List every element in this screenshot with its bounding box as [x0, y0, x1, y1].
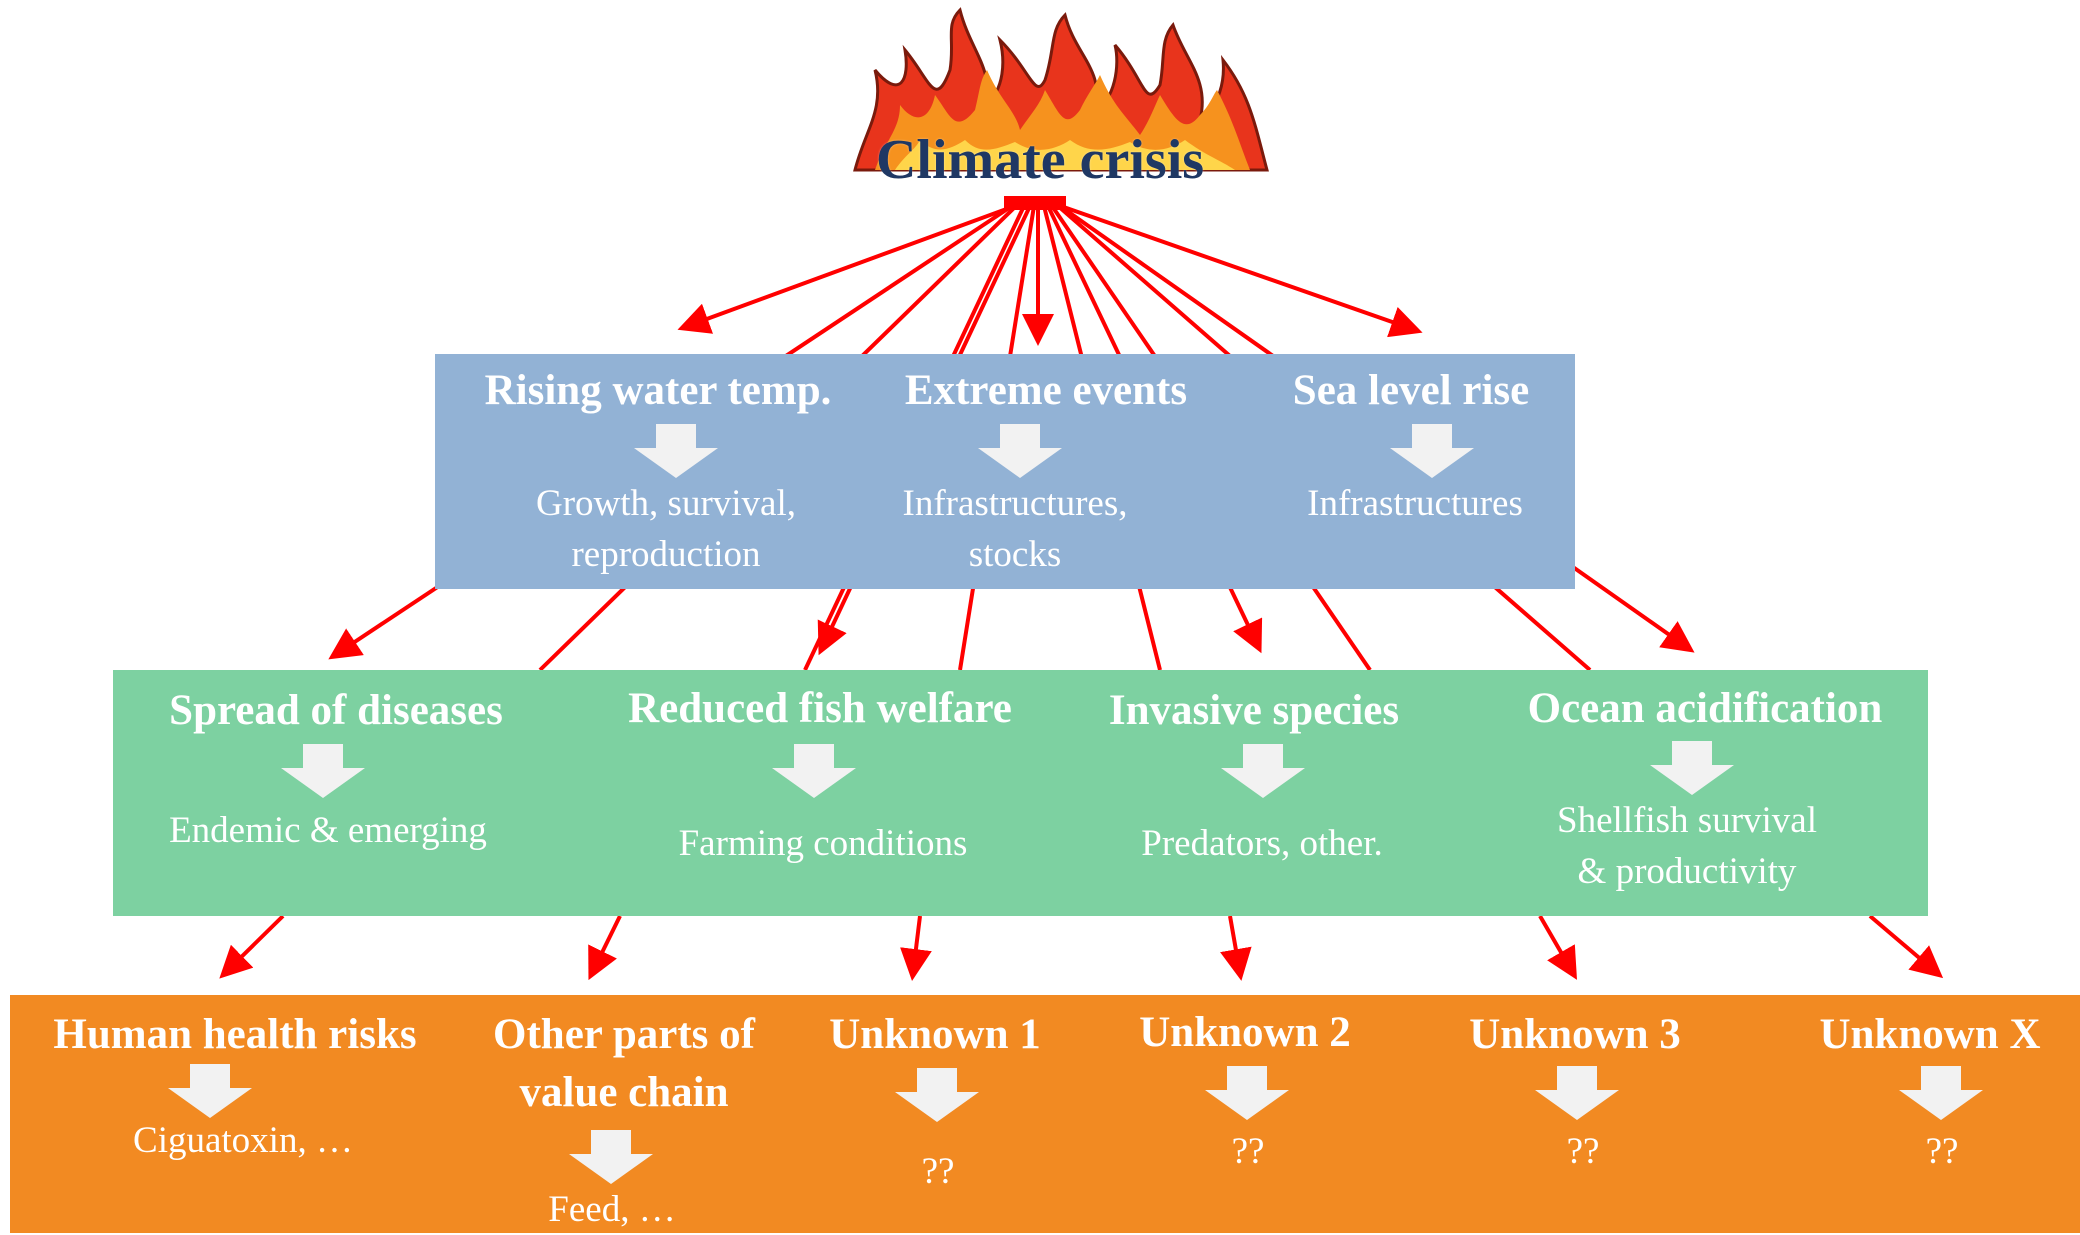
- down-arrow-icon: [1390, 424, 1474, 478]
- level3-sub-line: ??: [1925, 1131, 1959, 1172]
- down-arrow-icon: [1205, 1066, 1289, 1120]
- level1-sub-line: Infrastructures: [1307, 483, 1523, 524]
- level1-sub-line: stocks: [968, 534, 1062, 575]
- level3-label-line: Unknown 3: [1469, 1011, 1681, 1058]
- level2-sub-line: & productivity: [1577, 851, 1797, 892]
- level3-label-unknown-3: Unknown 3: [1469, 1006, 1681, 1064]
- level1-box: [435, 354, 1575, 589]
- down-arrow-icon: [895, 1068, 979, 1122]
- down-arrow-icon: [772, 744, 856, 798]
- level2-sub-line: Farming conditions: [678, 823, 968, 864]
- level2-label-fish-welfare: Reduced fish welfare: [628, 685, 1012, 732]
- level1-sub-line: Infrastructures,: [902, 483, 1128, 524]
- level3-sub-line: Ciguatoxin, …: [133, 1120, 353, 1161]
- level1-label-sea-level: Sea level rise: [1292, 367, 1530, 414]
- down-arrow-icon: [1535, 1066, 1619, 1120]
- level3-label-line: Unknown 1: [829, 1011, 1041, 1058]
- level3-box: [10, 995, 2080, 1233]
- level2-sub-line: Endemic & emerging: [169, 810, 487, 851]
- down-arrow-icon: [634, 424, 718, 478]
- connector-to-unknown-2: [1220, 915, 1252, 981]
- level1-sub-extreme-events: Infrastructures, stocks: [903, 478, 1128, 580]
- level2-label-diseases: Spread of diseases: [169, 687, 503, 734]
- level1-sub-line: reproduction: [571, 534, 761, 575]
- level2-connectors: [219, 914, 1944, 981]
- level2-sub-invasive: Predators, other.: [1141, 818, 1382, 869]
- level1-sub-rising-temp: Growth, survival, reproduction: [536, 478, 796, 580]
- level2-box: [113, 670, 1928, 916]
- down-arrow-icon: [1221, 744, 1305, 798]
- level3-label-line: Unknown 2: [1139, 1009, 1351, 1056]
- level3-label-human-health: Human health risks: [53, 1006, 416, 1064]
- level3-label-line: Unknown X: [1819, 1011, 2041, 1058]
- level1-sub-line: Growth, survival,: [536, 483, 796, 524]
- diagram-title: Climate crisis: [875, 129, 1205, 191]
- level2-label-acidification: Ocean acidification: [1527, 685, 1883, 732]
- level3-sub-value-chain: Feed, …: [548, 1184, 675, 1235]
- connector-to-value-chain: [588, 915, 622, 981]
- level2-sub-fish-welfare: Farming conditions: [679, 818, 968, 869]
- down-arrow-icon: [978, 424, 1062, 478]
- level2-label-invasive: Invasive species: [1108, 687, 1400, 734]
- level3-label-unknown-x: Unknown X: [1819, 1006, 2040, 1064]
- level3-label-line: Human health risks: [53, 1011, 417, 1058]
- level3-sub-unknown-3: ??: [1567, 1126, 1600, 1177]
- level3-sub-unknown-1: ??: [922, 1146, 955, 1197]
- down-arrow-icon: [1899, 1066, 1983, 1120]
- level1-sub-sea-level: Infrastructures: [1307, 478, 1523, 529]
- down-arrow-icon: [168, 1064, 252, 1118]
- level3-sub-line: Feed, …: [548, 1189, 676, 1230]
- level3-sub-line: ??: [1231, 1131, 1265, 1172]
- level2-sub-line: Predators, other.: [1141, 823, 1383, 864]
- level3-label-unknown-2: Unknown 2: [1139, 1004, 1351, 1062]
- level3-label-line: value chain: [519, 1069, 729, 1116]
- connector-to-rising-temp: [677, 202, 1021, 334]
- connector-to-unknown-x: [1868, 914, 1944, 979]
- level2-sub-acidification: Shellfish survival & productivity: [1557, 795, 1817, 897]
- connector-to-sea-level: [1054, 202, 1423, 338]
- connector-to-human-health: [219, 914, 285, 979]
- down-arrow-icon: [1650, 741, 1734, 795]
- level2-sub-diseases: Endemic & emerging: [169, 805, 487, 856]
- level3-sub-unknown-2: ??: [1232, 1126, 1265, 1177]
- down-arrow-icon: [281, 744, 365, 798]
- climate-crisis-hub: [1004, 196, 1066, 210]
- level3-sub-human-health: Ciguatoxin, …: [133, 1115, 353, 1166]
- level3-sub-unknown-x: ??: [1926, 1126, 1959, 1177]
- connector-to-unknown-1: [900, 915, 932, 981]
- level3-label-line: Other parts of: [493, 1011, 755, 1058]
- down-arrow-icon: [569, 1130, 653, 1184]
- connector-to-unknown-3: [1538, 914, 1578, 980]
- level3-label-value-chain: Other parts of value chain: [493, 1006, 755, 1122]
- level1-label-extreme-events: Extreme events: [904, 367, 1188, 414]
- level3-label-unknown-1: Unknown 1: [829, 1006, 1041, 1064]
- level1-label-rising-temp: Rising water temp.: [484, 367, 832, 414]
- level3-sub-line: ??: [921, 1151, 955, 1192]
- level2-sub-line: Shellfish survival: [1556, 800, 1818, 841]
- level3-sub-line: ??: [1566, 1131, 1600, 1172]
